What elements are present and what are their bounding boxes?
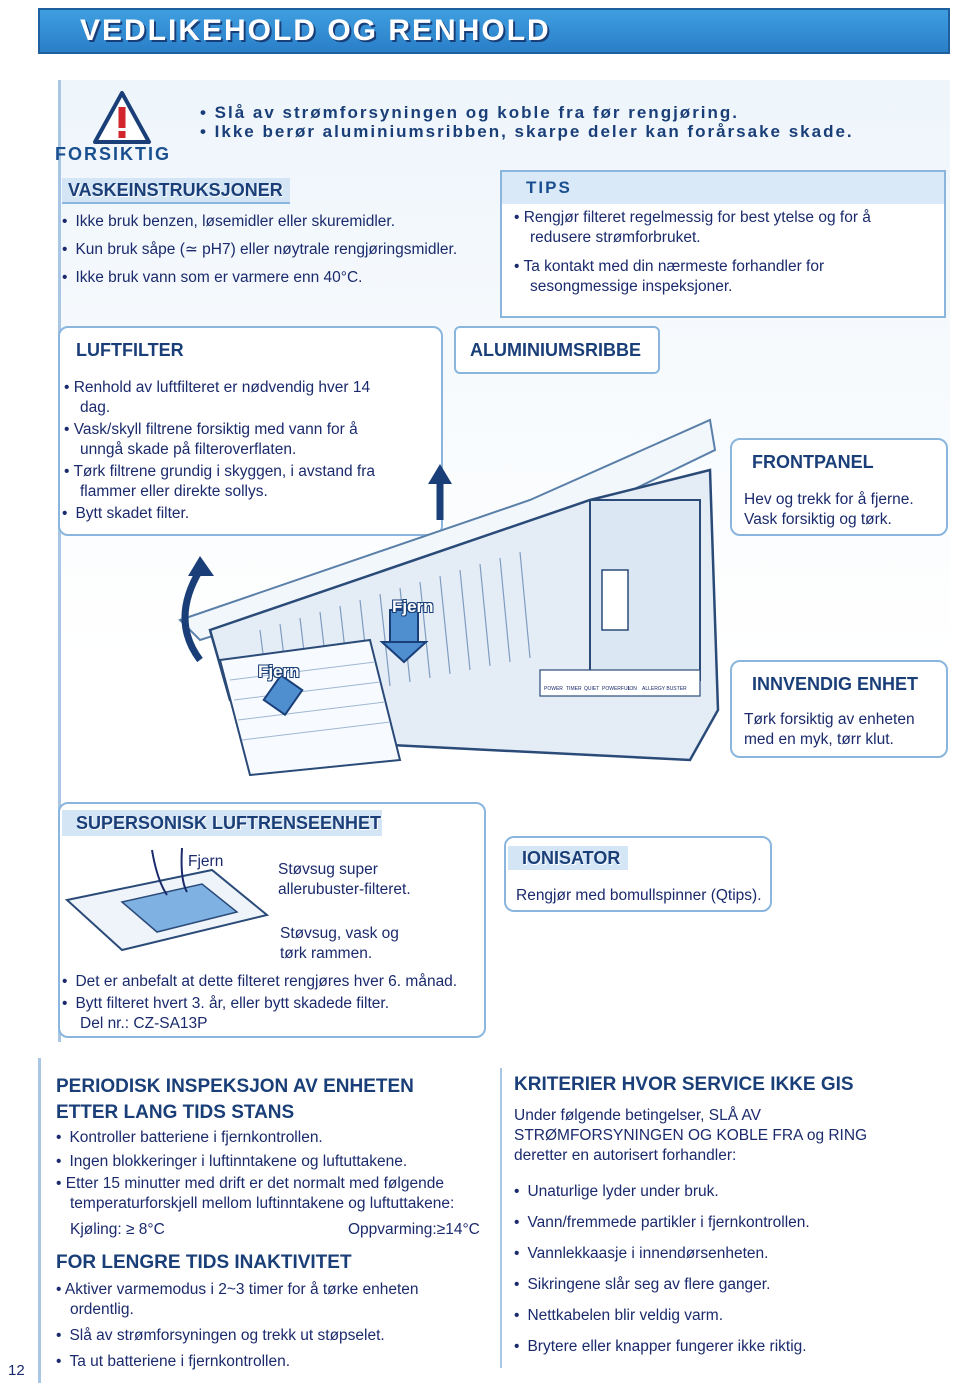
airfilter-item-2-text: Vask/skyll filtrene forsiktig med vann f… xyxy=(73,421,358,458)
page-title: VEDLIKEHOLD OG RENHOLD xyxy=(80,14,551,47)
warning-line-1: • Slå av strømforsyningen og koble fra f… xyxy=(200,103,740,122)
ionizer-title-bg xyxy=(508,846,628,870)
airfilter-item-2: • Vask/skyll filtrene forsiktig med vann… xyxy=(64,421,358,458)
noservice-item-3: Vannlekkaasje i innendørsenheten. xyxy=(514,1244,768,1264)
noservice-item-1: Unaturlige lyder under bruk. xyxy=(514,1182,718,1202)
panel-label-timer: TIMER xyxy=(566,686,582,692)
panel-label-allergy: ALLERGY BUSTER xyxy=(642,686,687,692)
indoor-box xyxy=(730,660,948,758)
noservice-intro: Under følgende betingelser, SLÅ AV STRØM… xyxy=(514,1107,868,1164)
frontpanel-box xyxy=(730,438,948,536)
page-number: 12 xyxy=(8,1362,25,1379)
airfilter-item-1: • Renhold av luftfilteret er nødvendig h… xyxy=(64,379,371,416)
remove-label-top: Fjern xyxy=(392,597,434,616)
supersonic-item-1: Det er anbefalt at dette filteret rengjø… xyxy=(62,972,457,992)
wash-title: VASKEINSTRUKSJONER xyxy=(68,180,283,200)
alu-box xyxy=(454,326,660,374)
wash-title-bg xyxy=(62,178,290,204)
supersonic-title-bg xyxy=(62,810,382,836)
header-bar xyxy=(38,8,950,54)
tips-item-2: • Ta kontakt med din nærmeste forhandler… xyxy=(514,258,825,295)
supersonic-part-number: Del nr.: CZ-SA13P xyxy=(80,1015,208,1032)
frontpanel-title: FRONTPANEL xyxy=(752,452,874,472)
indoor-text: Tørk forsiktig av enheten med en myk, tø… xyxy=(744,711,915,748)
supersonic-note-2: Støvsug, vask og tørk rammen. xyxy=(280,925,399,962)
airfilter-title: LUFTFILTER xyxy=(76,340,184,360)
airfilter-box xyxy=(58,326,443,536)
periodic-cooling: Kjøling: ≥ 8°C xyxy=(70,1221,165,1238)
supersonic-item-2: Bytt filteret hvert 3. år, eller bytt sk… xyxy=(62,994,389,1014)
periodic-item-3-text: Etter 15 minutter med drift er det norma… xyxy=(65,1175,455,1212)
noservice-item-6: Brytere eller knapper fungerer ikke rikt… xyxy=(514,1337,806,1357)
inactive-item-1-text: Aktiver varmemodus i 2~3 timer for å tør… xyxy=(64,1281,419,1318)
periodic-item-2: Ingen blokkeringer i luftinntakene og lu… xyxy=(56,1152,407,1172)
periodic-item-1: Kontroller batteriene i fjernkontrollen. xyxy=(56,1128,322,1148)
indoor-title: INNVENDIG ENHET xyxy=(752,674,919,694)
tips-header xyxy=(500,170,946,204)
inactive-title: FOR LENGRE TIDS INAKTIVITET xyxy=(56,1252,352,1273)
airfilter-item-3-text: Tørk filtrene grundig i skyggen, i avsta… xyxy=(73,463,375,500)
ionizer-text: Rengjør med bomullspinner (Qtips). xyxy=(516,887,762,904)
wash-item-1: Ikke bruk benzen, løsemidler eller skure… xyxy=(62,212,395,232)
tips-title: TIPS xyxy=(526,178,572,197)
periodic-title: PERIODISK INSPEKSJON AV ENHETEN ETTER LA… xyxy=(56,1076,414,1123)
airfilter-item-4: Bytt skadet filter. xyxy=(62,504,189,524)
frontpanel-text: Hev og trekk for å fjerne. Vask forsikti… xyxy=(744,491,914,528)
warning-label: FORSIKTIG xyxy=(55,144,171,164)
periodic-item-3: • Etter 15 minutter med drift er det nor… xyxy=(56,1175,455,1212)
ionizer-title: IONISATOR xyxy=(522,848,621,868)
bottom-divider xyxy=(500,1068,502,1368)
supersonic-note-1: Støvsug super allerubuster-filteret. xyxy=(278,861,411,898)
tips-item-1-text: Rengjør filteret regelmessig for best yt… xyxy=(523,209,871,246)
panel-label-ion: ION xyxy=(628,686,637,692)
warning-icon xyxy=(93,91,151,144)
inactive-item-3: Ta ut batteriene i fjernkontrollen. xyxy=(56,1352,290,1372)
wash-item-2: Kun bruk såpe (≃ pH7) eller nøytrale ren… xyxy=(62,240,457,260)
alu-title: ALUMINIUMSRIBBE xyxy=(470,340,641,360)
panel-label-quiet: QUIET xyxy=(584,686,599,692)
warning-line-2: • Ikke berør aluminiumsribben, skarpe de… xyxy=(200,122,854,141)
noservice-item-4: Sikringene slår seg av flere ganger. xyxy=(514,1275,770,1295)
tips-item-2-text: Ta kontakt med din nærmeste forhandler f… xyxy=(523,258,825,295)
remove-label-filter: Fjern xyxy=(258,662,300,681)
noservice-item-5: Nettkabelen blir veldig varm. xyxy=(514,1306,723,1326)
noservice-item-2: Vann/fremmede partikler i fjernkontrolle… xyxy=(514,1213,809,1233)
ac-unit-illustration: POWER TIMER QUIET POWERFUL ION ALLERGY B… xyxy=(178,418,720,777)
airfilter-item-3: • Tørk filtrene grundig i skyggen, i avs… xyxy=(64,463,375,500)
wash-item-3: Ikke bruk vann som er varmere enn 40°C. xyxy=(62,268,362,288)
inactive-item-1: • Aktiver varmemodus i 2~3 timer for å t… xyxy=(56,1281,419,1318)
supersonic-filter-illustration xyxy=(64,847,270,952)
airfilter-item-1-text: Renhold av luftfilteret er nødvendig hve… xyxy=(73,379,371,416)
tips-item-1: • Rengjør filteret regelmessig for best … xyxy=(514,209,871,246)
supersonic-title: SUPERSONISK LUFTRENSEENHET xyxy=(76,813,382,833)
noservice-title: KRITERIER HVOR SERVICE IKKE GIS xyxy=(514,1074,854,1095)
supersonic-remove-label: Fjern xyxy=(188,853,224,870)
inactive-item-2: Slå av strømforsyningen og trekk ut støp… xyxy=(56,1326,384,1346)
periodic-heating: Oppvarming:≥14°C xyxy=(348,1221,480,1238)
panel-label-power: POWER xyxy=(544,686,563,692)
panel-label-powerful: POWERFUL xyxy=(602,686,631,692)
